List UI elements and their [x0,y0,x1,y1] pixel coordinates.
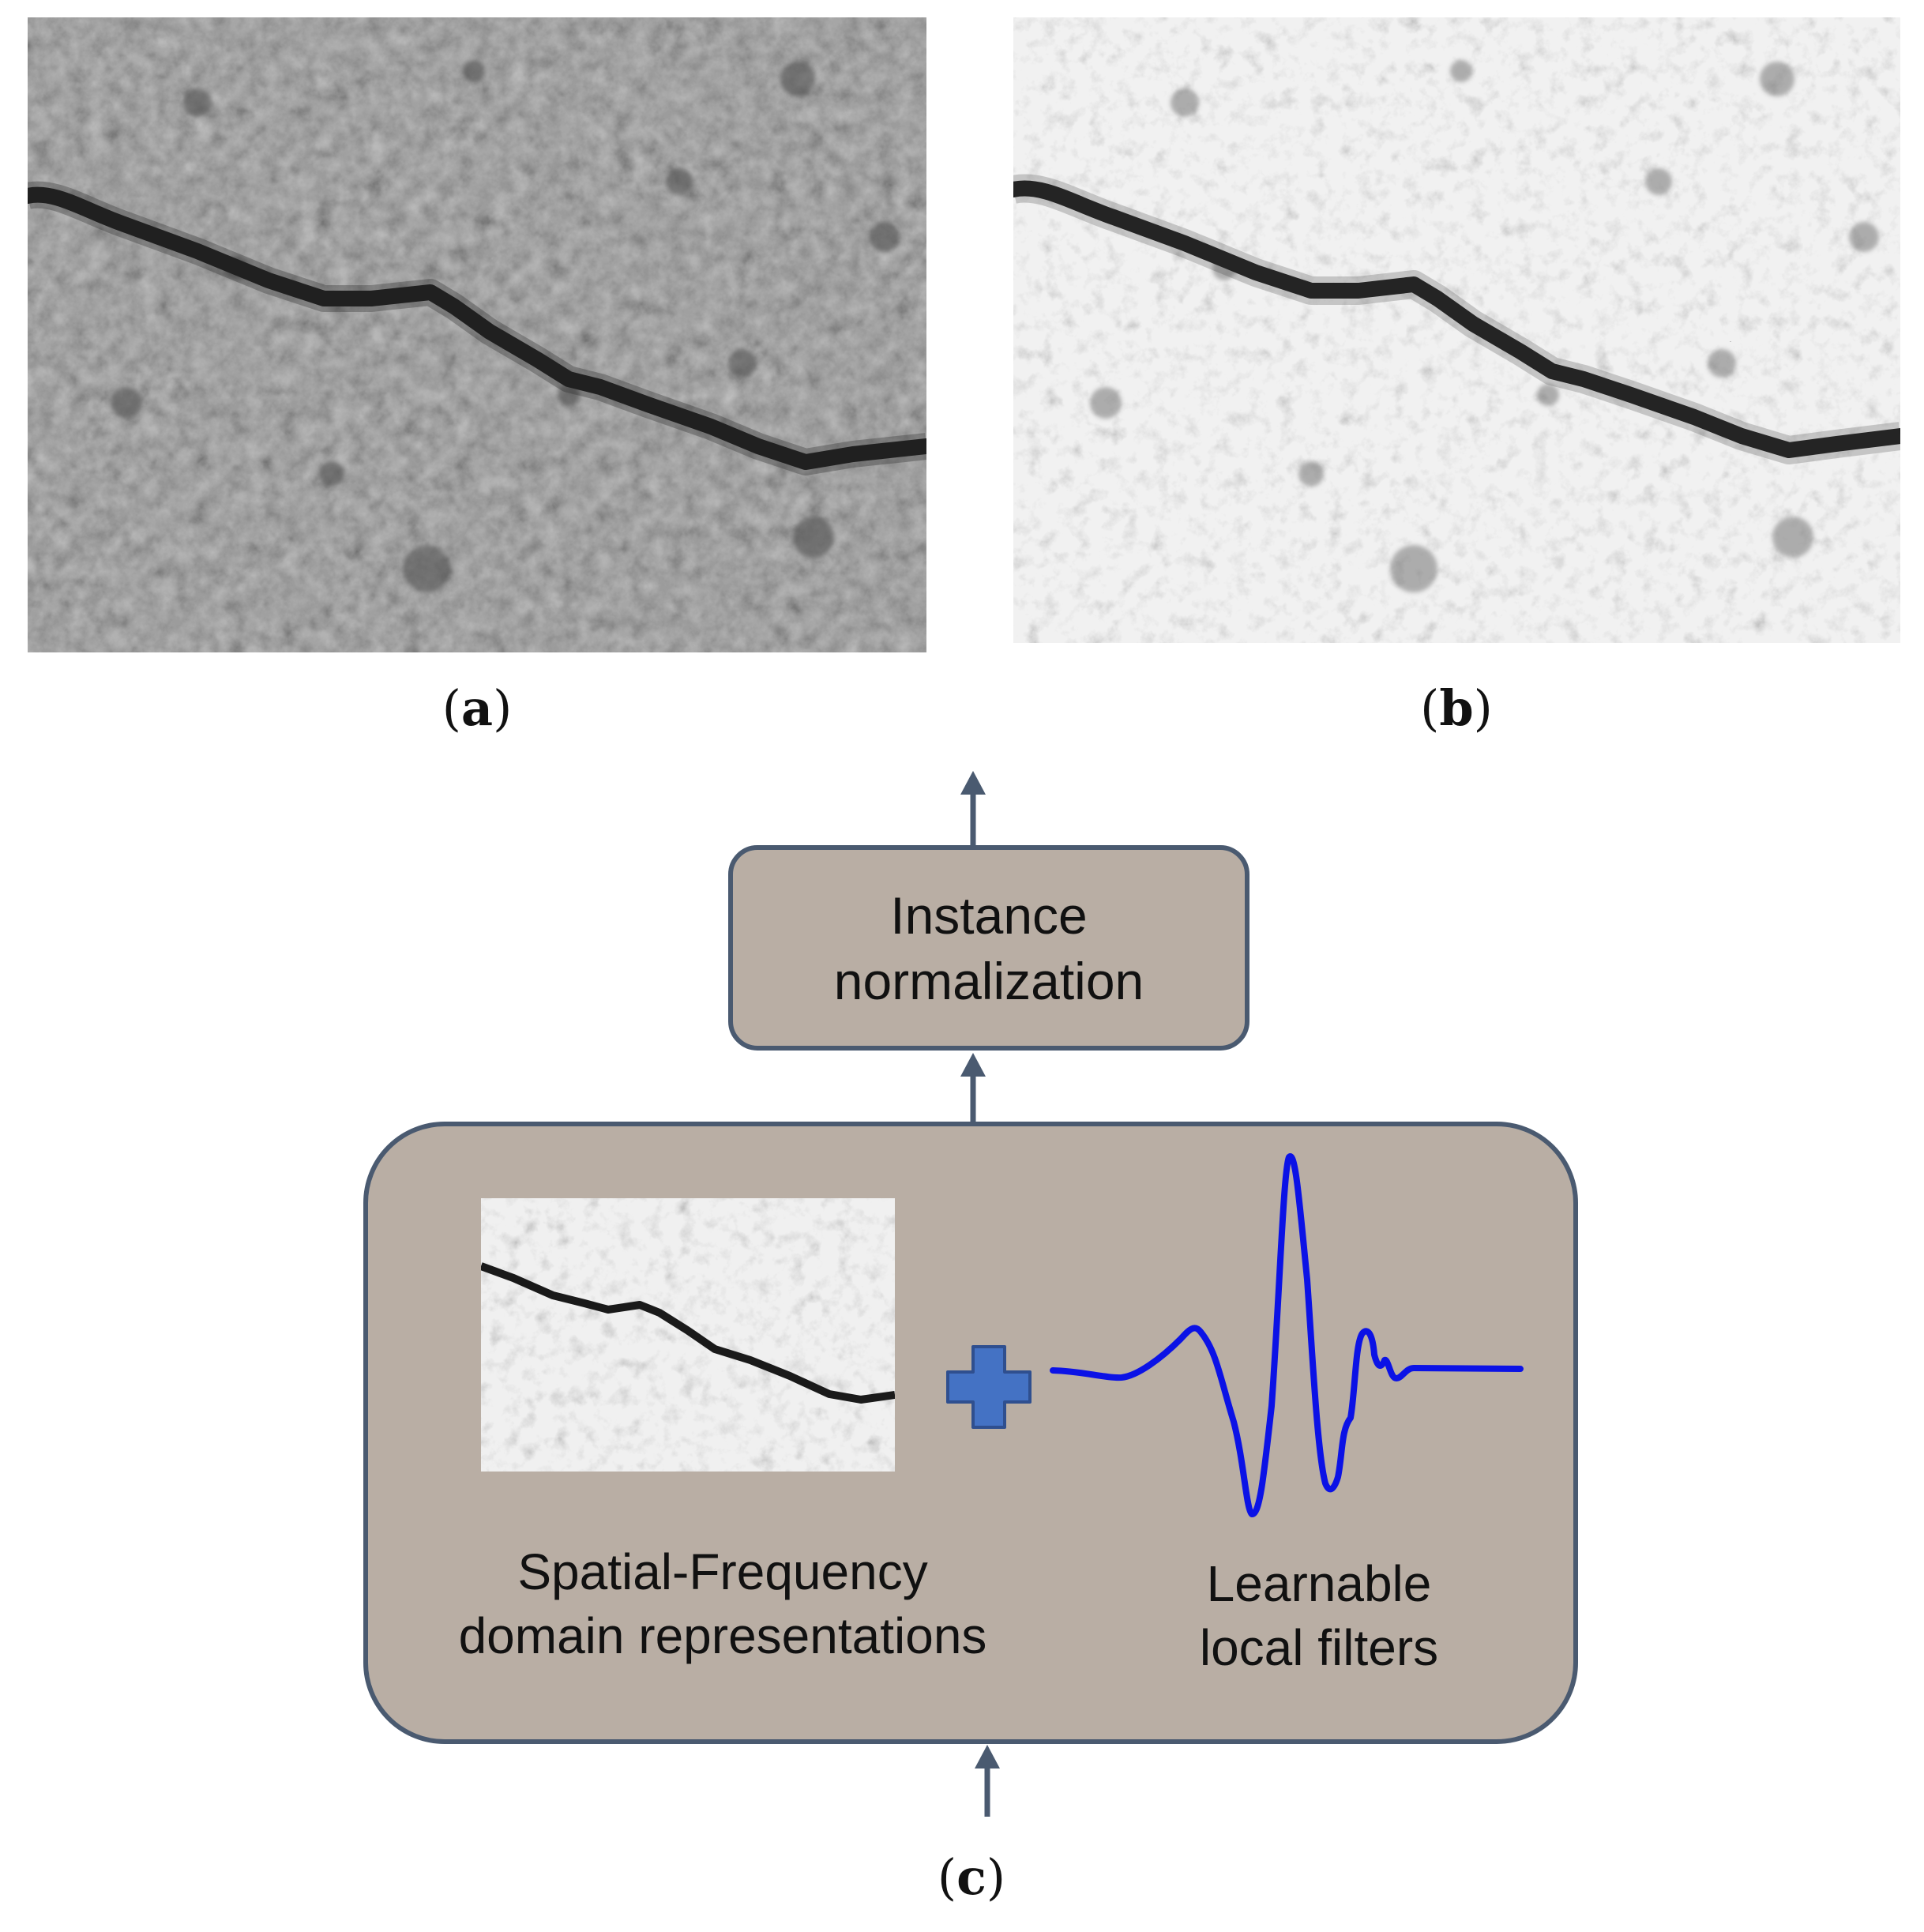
panel-label-b: (b) [1420,679,1493,737]
instance-normalization-label: Instance normalization [731,883,1247,1014]
instance-normalization-box [728,845,1249,1051]
plus-icon [946,1345,1032,1429]
panel-a-image [28,17,926,652]
learnable-filters-caption: Learnable local filters [1122,1552,1516,1679]
arrow-up-icon [960,1053,986,1122]
arrow-up-icon [960,771,986,845]
panel-label-a: (a) [442,679,513,737]
arrow-up-icon [975,1745,1000,1817]
wavelet-icon [1050,1152,1524,1517]
instance-normalization-line2: normalization [833,952,1144,1011]
spatial-frequency-caption-line2: domain representations [458,1607,987,1664]
spatial-frequency-image [481,1198,895,1472]
spatial-frequency-caption-line1: Spatial-Frequency [517,1543,928,1600]
panel-label-c: (c) [937,1848,1006,1906]
instance-normalization-line1: Instance [890,886,1088,945]
learnable-filters-caption-line2: local filters [1199,1618,1439,1676]
learnable-filters-caption-line1: Learnable [1206,1555,1432,1612]
panel-b-image [1013,17,1900,643]
spatial-frequency-caption: Spatial-Frequency domain representations [387,1540,1058,1667]
